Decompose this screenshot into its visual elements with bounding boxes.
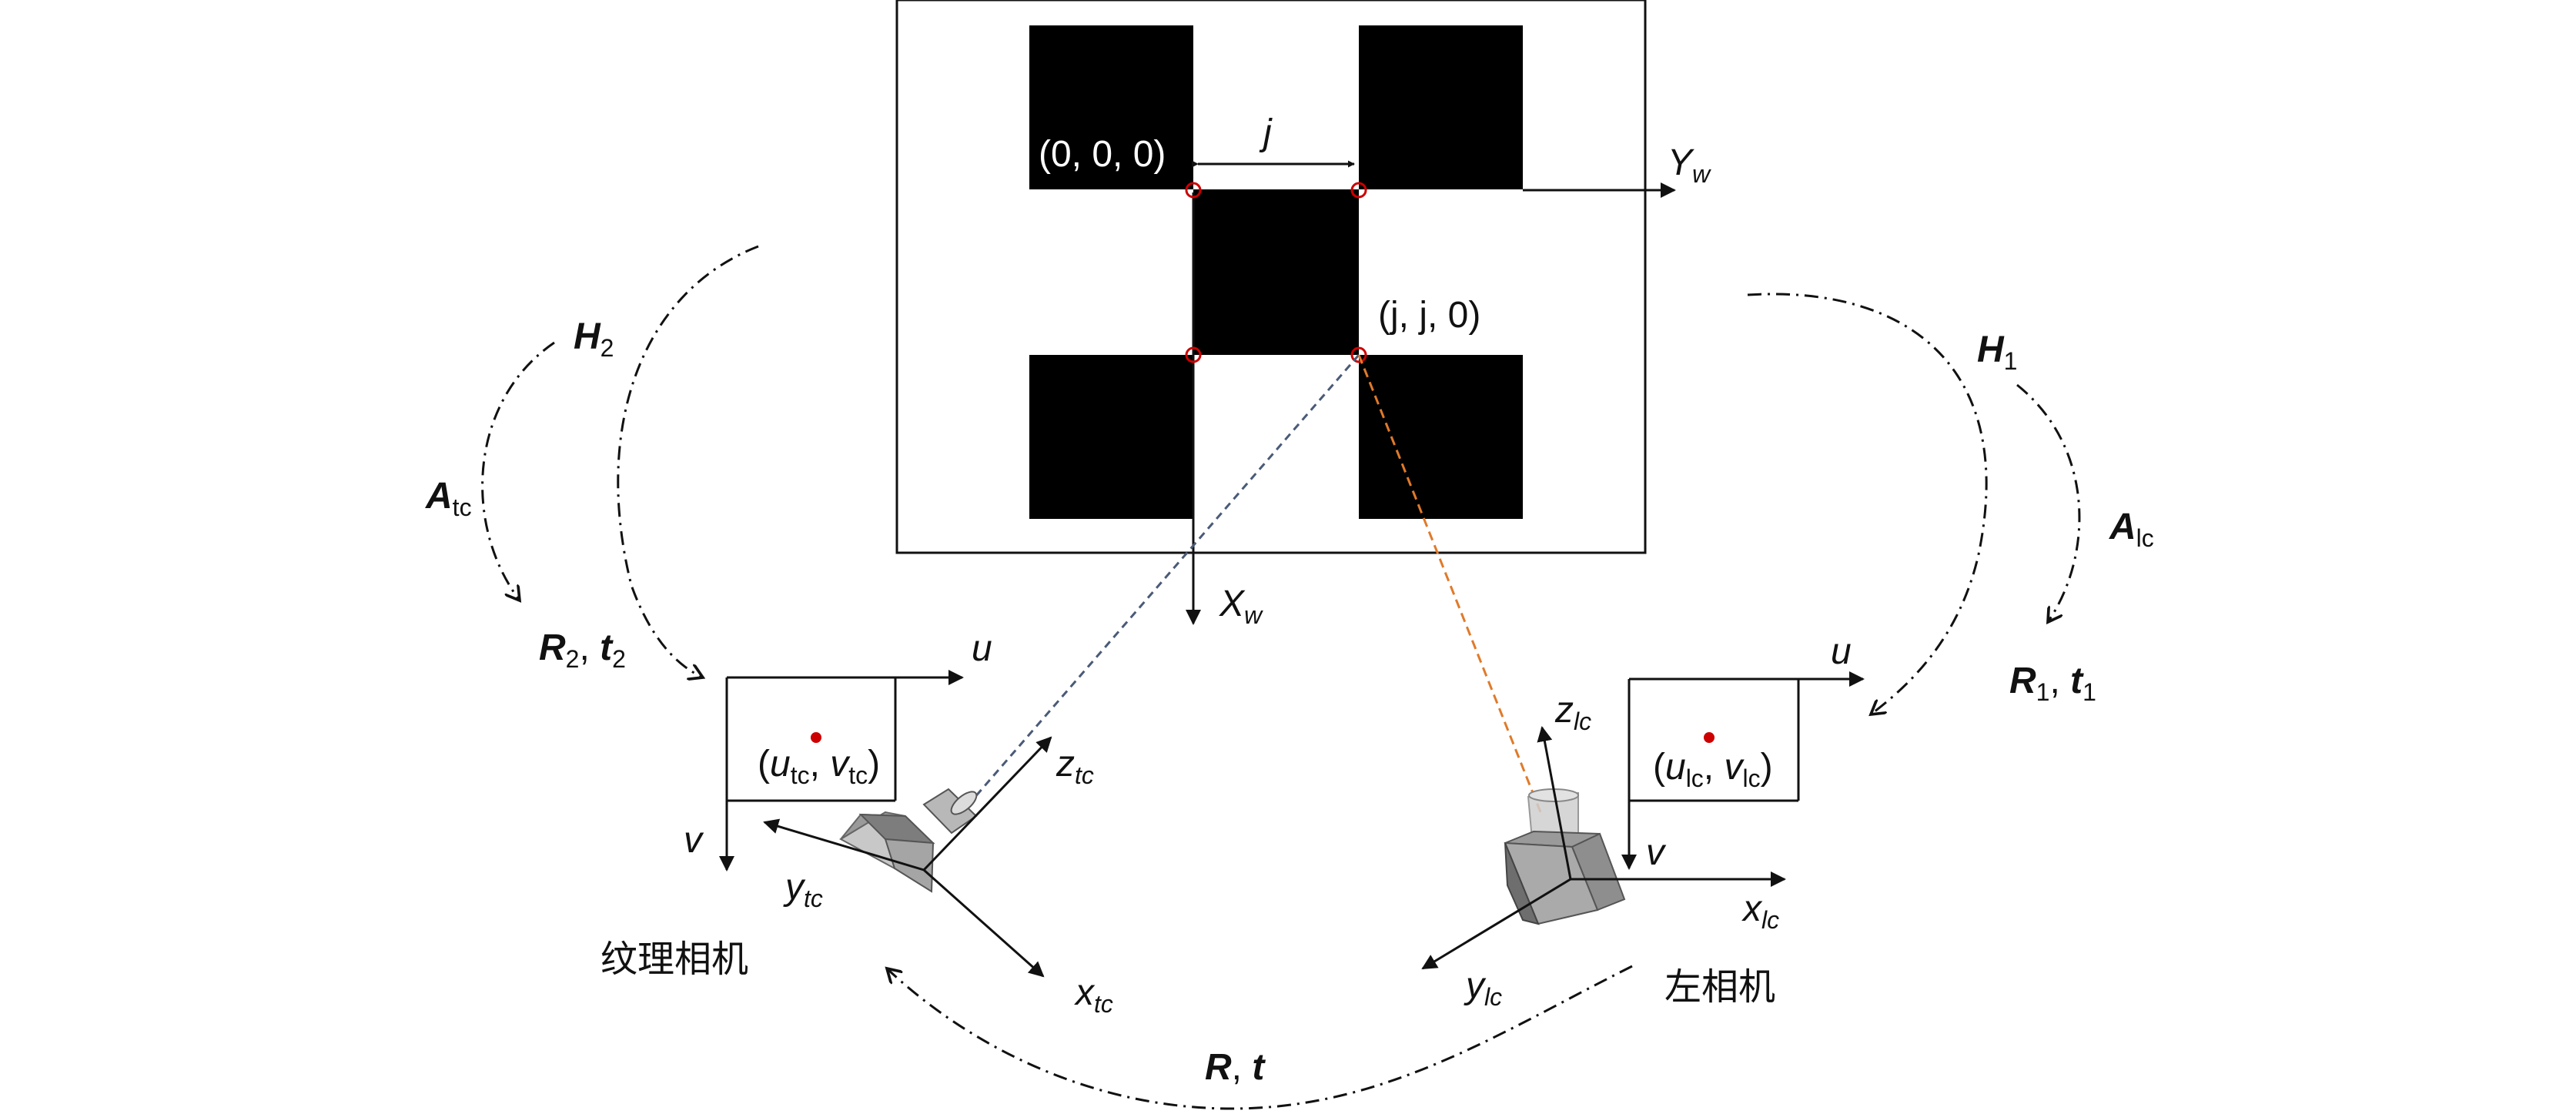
r-t-label: R, t (1205, 1047, 1266, 1088)
corner-marker (1350, 346, 1367, 363)
curve-r-t (887, 965, 1633, 1110)
left-u-label: u (1831, 631, 1852, 672)
board-square (1193, 189, 1359, 355)
board-square (1359, 355, 1523, 519)
corner-markers (1185, 182, 1367, 363)
world-y-label: Yw (1668, 142, 1711, 188)
a-lc-label: Alc (2109, 507, 2154, 552)
texture-x-label: xtc (1074, 972, 1113, 1018)
left-z-label: zlc (1554, 690, 1591, 735)
texture-camera-group: u v (utc, vtc) ztc ytc xtc 纹理相机 (601, 628, 1113, 1018)
r2-t2-label: R2, t2 (539, 627, 626, 673)
curve-h2-outer (617, 245, 759, 677)
curve-h1-outer (1747, 293, 1988, 714)
left-y-label: ylc (1464, 965, 1502, 1011)
h2-label: H2 (574, 316, 614, 362)
left-x-label: xlc (1741, 888, 1779, 934)
left-camera-group: u v (ulc, vlc) zlc xlc ylc 左相机 (1421, 631, 1865, 1011)
curve-h1-inner (2016, 383, 2081, 622)
a-tc-label: Atc (425, 476, 472, 521)
texture-camera-name: 纹理相机 (601, 938, 748, 981)
curve-h2-inner (481, 341, 555, 600)
texture-y-axis (763, 818, 925, 871)
left-camera-name: 左相机 (1664, 965, 1775, 1009)
board-square (1359, 25, 1523, 189)
texture-x-axis (923, 868, 1045, 978)
texture-camera-icon (838, 788, 978, 893)
texture-v-label: v (684, 820, 704, 861)
left-image-point (1704, 732, 1715, 743)
corner-label: (j, j, 0) (1378, 295, 1480, 336)
corner-marker (1350, 182, 1367, 199)
spacing-label: j (1259, 112, 1273, 153)
checkerboard: j (0, 0, 0) Yw Xw (j, j, 0) (895, 0, 1711, 629)
texture-image-point (811, 732, 821, 743)
left-camera-icon (1504, 788, 1626, 925)
transform-curves (481, 245, 2081, 1110)
texture-image-point-label: (utc, vtc) (758, 744, 880, 789)
texture-y-label: ytc (783, 867, 823, 912)
corner-marker (1185, 346, 1202, 363)
ray-to-texture-camera (967, 354, 1360, 805)
left-y-axis (1421, 878, 1571, 970)
texture-u-label: u (972, 628, 992, 669)
board-frame (895, 0, 1647, 554)
h1-label: H1 (1977, 330, 2017, 375)
ray-to-left-camera (1357, 354, 1544, 817)
board-square (1029, 355, 1193, 519)
left-v-label: v (1646, 832, 1667, 873)
left-image-point-label: (ulc, vlc) (1653, 747, 1773, 792)
world-x-label: Xw (1219, 584, 1263, 629)
texture-z-label: ztc (1055, 744, 1094, 789)
r1-t1-label: R1, t1 (2009, 661, 2096, 706)
left-z-axis (1537, 726, 1572, 880)
texture-z-axis (922, 736, 1052, 871)
corner-marker (1185, 182, 1202, 199)
board-square (1029, 25, 1193, 189)
origin-label: (0, 0, 0) (1039, 134, 1166, 175)
